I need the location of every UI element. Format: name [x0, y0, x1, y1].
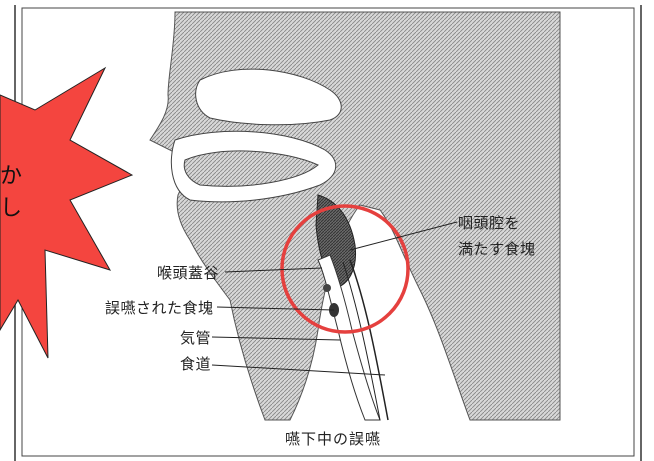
- label-trachea: 気管: [180, 327, 211, 348]
- burst-text-line2: し: [0, 190, 22, 222]
- label-aspirated-bolus: 誤嚥された食塊: [105, 297, 214, 318]
- figure-caption: 嚥下中の誤嚥: [285, 428, 381, 449]
- label-pharyngeal-cavity-line2: 満たす食塊: [458, 238, 536, 259]
- label-pharyngeal-cavity: 咽頭腔を: [458, 212, 520, 233]
- label-esophagus: 食道: [180, 353, 211, 374]
- aspirated-bolus-blob-small: [323, 284, 331, 292]
- label-vallecula: 喉頭蓋谷: [157, 262, 219, 283]
- burst-text-line1: か: [0, 158, 22, 190]
